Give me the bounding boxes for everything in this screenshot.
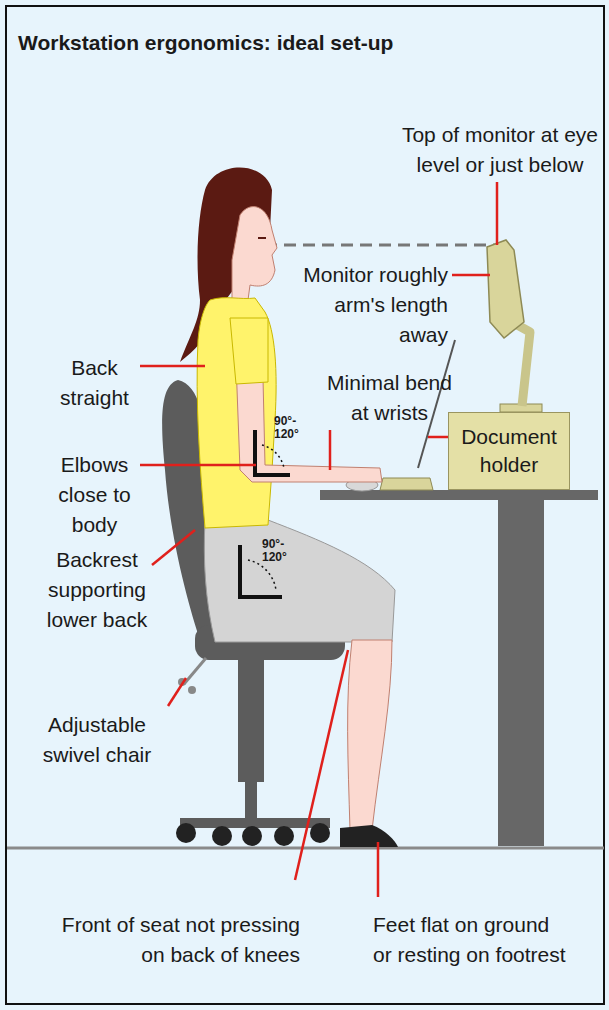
leader-line [140, 464, 256, 467]
callout-label: Top of monitor at eye level or just belo… [395, 120, 605, 180]
callout-label: Minimal bend at wrists [322, 368, 457, 428]
leader-line [377, 842, 380, 897]
chair-pole [238, 660, 264, 782]
leader-line [140, 365, 205, 368]
chair-pole [245, 780, 257, 820]
callout-label: Front of seat not pressing on back of kn… [45, 910, 300, 970]
face [232, 207, 277, 302]
chair-lever [188, 686, 196, 694]
diagram-title: Workstation ergonomics: ideal set-up [18, 30, 393, 56]
holder-box: Document holder [448, 412, 570, 490]
chair-lever [184, 658, 206, 684]
chair-wheel [212, 826, 232, 846]
leader-line [496, 182, 499, 245]
chair-wheel [176, 823, 196, 843]
shoe [340, 825, 398, 847]
keyboard [380, 478, 433, 490]
frame [6, 6, 604, 1004]
leg [348, 640, 392, 830]
sleeve [230, 318, 268, 384]
angle-label: 90°- 120° [274, 415, 304, 441]
leader-lines [140, 182, 497, 897]
chair-wheel [242, 826, 262, 846]
eye [258, 237, 266, 239]
leader-line [152, 530, 195, 565]
desk-leg [498, 500, 544, 846]
callout-label: Back straight [52, 353, 137, 413]
skirt [204, 520, 395, 642]
eye-line [265, 244, 495, 247]
callout-label: Adjustable swivel chair [41, 710, 153, 770]
leader-line [295, 650, 348, 880]
chair-wheel [310, 823, 330, 843]
angle-label: 90°- 120° [262, 538, 292, 564]
desk-top [320, 490, 598, 500]
callout-label: Elbows close to body [52, 450, 137, 540]
box-label: Document holder [449, 423, 569, 479]
monitor [487, 240, 524, 338]
callout-label: Backrest supporting lower back [42, 545, 152, 635]
leader-line [168, 678, 186, 706]
leader-line [329, 430, 332, 470]
floor-line [7, 847, 604, 850]
callout-label: Monitor roughly arm's length away [298, 260, 448, 350]
angle-arc [248, 560, 276, 590]
callout-label: Feet flat on ground or resting on footre… [373, 910, 571, 970]
chair-wheel [274, 826, 294, 846]
leader-line [428, 436, 448, 439]
angle-arc [262, 445, 284, 468]
leader-line [452, 274, 490, 277]
monitor-arm [512, 322, 530, 406]
